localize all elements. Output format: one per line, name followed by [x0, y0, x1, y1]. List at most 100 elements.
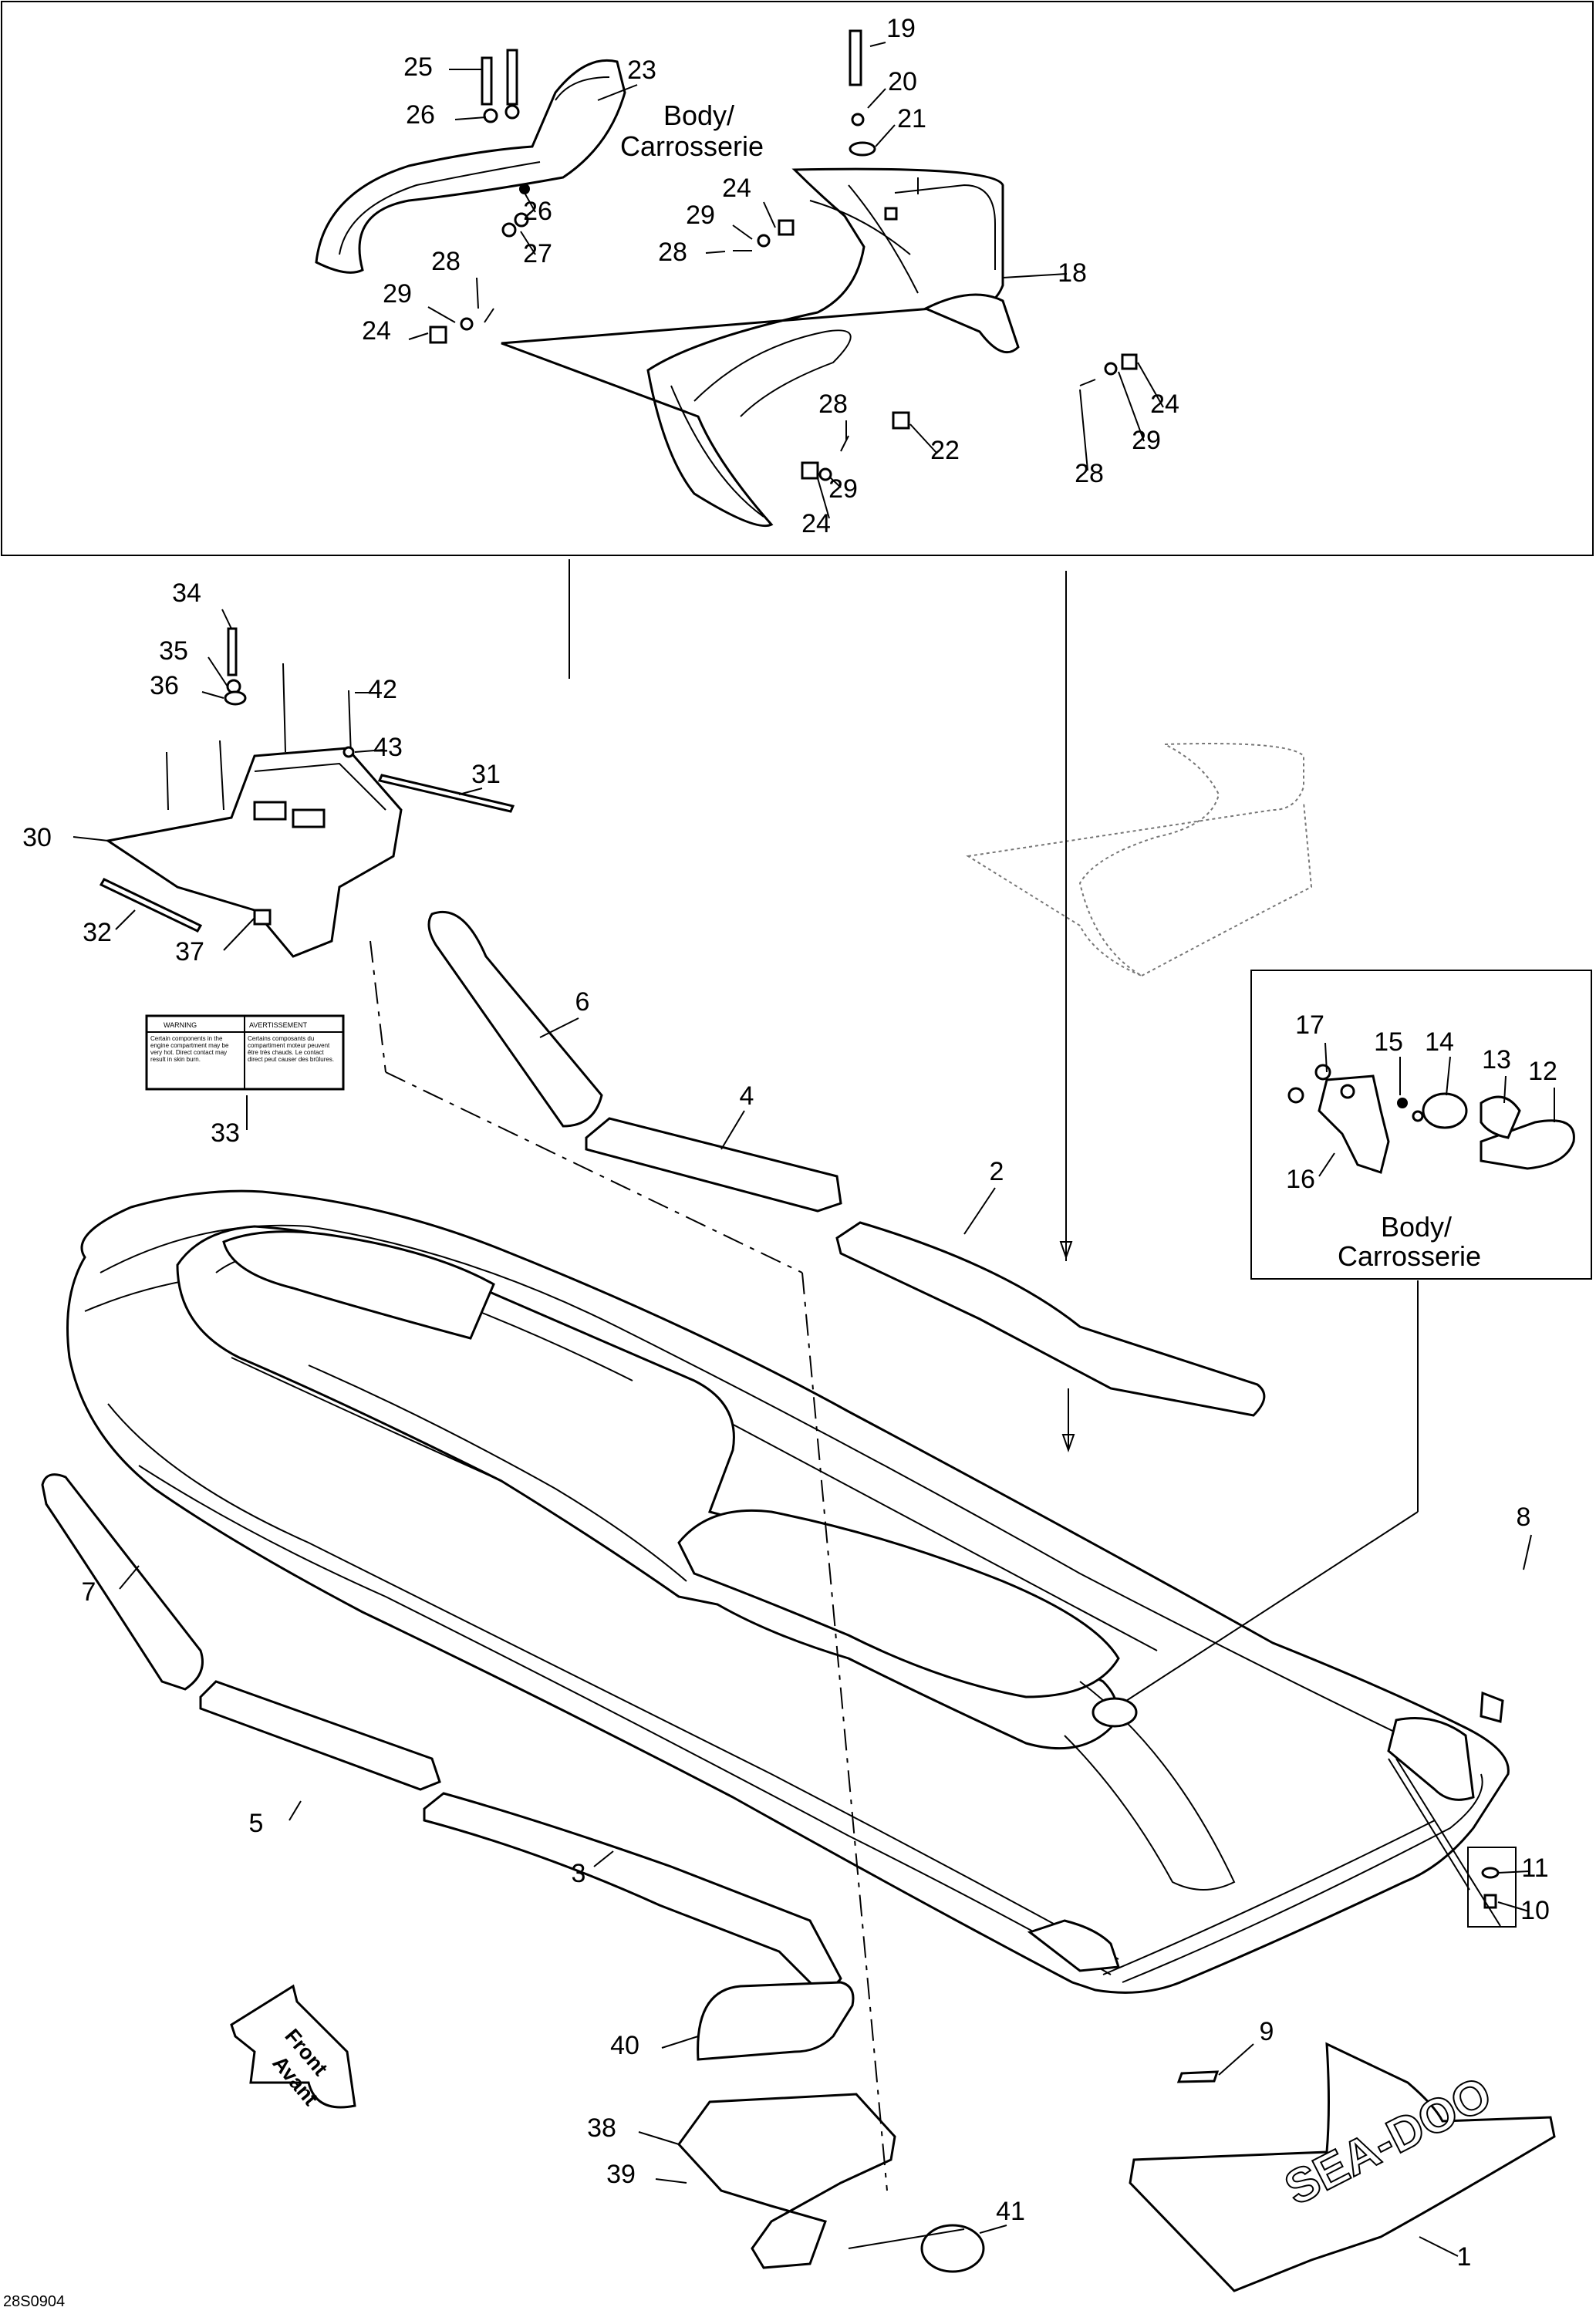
warning-label-part-33: WARNING AVERTISSEMENT Certain components… [145, 1014, 345, 1091]
callout-leader-13 [1503, 1075, 1507, 1104]
part-callout-10: 10 [1520, 1896, 1550, 1925]
callout-leader-18 [1002, 273, 1068, 278]
part-callout-13: 13 [1482, 1045, 1511, 1074]
part-callout-29: 29 [828, 474, 858, 504]
body-label-top-1: Body/ [663, 100, 734, 131]
part-callout-35: 35 [159, 636, 188, 666]
part-callout-40: 40 [610, 2031, 639, 2060]
callout-leader-36 [201, 691, 224, 699]
part-callout-34: 34 [172, 578, 201, 608]
callout-leader-43 [354, 749, 385, 753]
part-callout-21: 21 [897, 104, 926, 133]
side-rail-part-23 [315, 59, 626, 274]
callout-leader-29 [732, 224, 753, 240]
part-callout-4: 4 [740, 1081, 754, 1111]
callout-leader-16 [1318, 1152, 1335, 1177]
callout-leader-28 [705, 251, 726, 254]
callout-leader-14 [1446, 1056, 1451, 1096]
part-callout-17: 17 [1295, 1010, 1324, 1040]
clamp-part-41 [920, 2224, 985, 2273]
callout-leader-23 [597, 84, 638, 101]
strip-part-32 [99, 878, 203, 933]
part-callout-28: 28 [658, 238, 687, 267]
callout-leader-1 [1419, 2236, 1459, 2257]
tow-hook-assembly [1287, 1064, 1575, 1174]
part-callout-24: 24 [1150, 390, 1179, 419]
callout-leader-34 [221, 609, 232, 629]
part-callout-41: 41 [996, 2197, 1025, 2226]
fasteners-engine-cover [166, 627, 355, 926]
warning-text-right: Certains composants du compartiment mote… [248, 1035, 335, 1063]
body-reference-ghost [966, 743, 1313, 977]
part-callout-1: 1 [1457, 2242, 1472, 2272]
fasteners-top [429, 29, 1138, 481]
tow-hook-inset-frame [1250, 970, 1592, 1280]
callout-leader-11 [1497, 1870, 1530, 1874]
callout-leader-26 [454, 116, 487, 120]
part-callout-27: 27 [523, 239, 552, 268]
callout-leader-35 [208, 656, 228, 687]
callout-leader-2 [963, 1187, 996, 1235]
part-callout-8: 8 [1517, 1503, 1531, 1532]
part-callout-11: 11 [1521, 1854, 1548, 1883]
callout-leader-28 [476, 277, 479, 309]
callout-leader-31 [458, 788, 483, 795]
callout-leader-24 [408, 332, 429, 340]
top-inset-frame [1, 1, 1594, 556]
part-callout-24: 24 [722, 174, 751, 203]
callout-leader-29 [1118, 371, 1145, 442]
part-callout-29: 29 [686, 201, 715, 230]
callout-leader-10 [1497, 1901, 1530, 1912]
mat-part-7 [41, 1473, 204, 1691]
part-callout-29: 29 [1132, 426, 1161, 455]
callout-leader-19 [869, 42, 886, 47]
part-callout-29: 29 [383, 279, 412, 309]
callout-leader-28 [1079, 389, 1088, 471]
part-callout-32: 32 [83, 918, 112, 947]
engine-cover-part-30 [105, 747, 403, 958]
part-callout-3: 3 [572, 1859, 586, 1888]
drawing-code: 28S0904 [3, 2293, 65, 2310]
warning-text-left: Certain components in the engine compart… [150, 1035, 229, 1063]
part-callout-15: 15 [1374, 1027, 1403, 1057]
part-callout-16: 16 [1286, 1165, 1315, 1194]
callout-leader-17 [1324, 1042, 1328, 1073]
decal-part-1 [1129, 2042, 1556, 2292]
warning-title-right: AVERTISSEMENT [249, 1021, 308, 1029]
part-callout-36: 36 [150, 671, 179, 700]
part-callout-43: 43 [373, 733, 403, 762]
part-callout-38: 38 [587, 2113, 616, 2143]
part-callout-25: 25 [403, 52, 433, 82]
warning-title-left: WARNING [164, 1021, 197, 1029]
part-callout-31: 31 [471, 760, 501, 789]
callout-leader-8 [1523, 1534, 1532, 1570]
part-callout-22: 22 [930, 436, 960, 465]
part-callout-5: 5 [249, 1809, 264, 1838]
mat-part-5 [199, 1680, 441, 1791]
callout-leader-24 [1137, 362, 1164, 408]
callout-leader-37 [223, 917, 255, 951]
part-callout-28: 28 [431, 247, 461, 276]
callout-leader-40 [661, 2036, 699, 2049]
hatch-part-38 [677, 2093, 896, 2269]
part-callout-14: 14 [1425, 1027, 1454, 1057]
callout-leader-24 [817, 477, 830, 519]
body-label-inset-1: Body/ [1381, 1211, 1452, 1243]
front-arrow [230, 1984, 356, 2109]
callout-leader-4 [720, 1110, 745, 1150]
callout-leader-22 [909, 423, 938, 454]
callout-leader-27 [520, 231, 536, 255]
part-callout-18: 18 [1058, 258, 1087, 288]
decal-part-9 [1176, 2070, 1220, 2083]
leader-lines [369, 177, 1501, 2249]
part-callout-23: 23 [627, 56, 656, 85]
part-callout-39: 39 [606, 2160, 636, 2189]
part-callout-2: 2 [990, 1157, 1004, 1186]
callout-leader-21 [875, 124, 896, 147]
part-callout-30: 30 [22, 823, 52, 852]
callout-leader-29 [427, 306, 456, 323]
mat-part-4 [585, 1117, 842, 1213]
callout-leader-7 [119, 1565, 140, 1590]
